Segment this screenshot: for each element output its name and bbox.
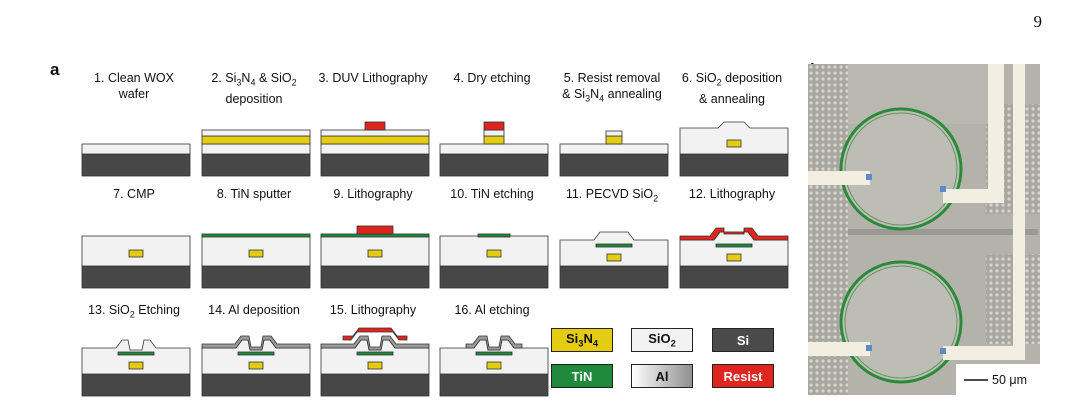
page-number: 9 [1033,12,1043,31]
step-title: 6. SiO2 deposition& annealing [681,71,783,106]
cross-section-diagram [81,339,191,397]
cross-section-diagram [320,327,430,397]
step-title: 15. Lithography [329,303,417,317]
step-title: 16. Al etching [454,303,530,317]
cross-section-diagram [81,235,191,289]
step-title: 14. Al deposition [208,303,300,317]
cross-section-diagram [559,130,669,177]
contact-pad [940,348,946,354]
step-title: 8. TiN sputter [216,187,292,201]
heater-lead-upper-left [808,171,870,185]
cross-section-diagram [679,121,789,177]
scale-bar-label: 50 μm [992,373,1027,387]
dot-pattern-left [808,64,848,395]
step-title: 10. TiN etching [450,187,534,201]
legend-tin: TiN [551,364,613,388]
step-title: 12. Lithography [688,187,776,201]
legend-al: Al [631,364,693,388]
microring-upper-inner [844,112,958,226]
legend-si-label: Si [736,332,750,348]
legend-si: Si [712,328,774,352]
step-title: 11. PECVD SiO2 [565,187,659,204]
microring-upper [839,107,963,231]
contact-pad [866,345,872,351]
heater-lead-upper-right [943,64,1004,203]
step-title: 4. Dry etching [453,71,531,85]
step-title: 7. CMP [113,187,155,201]
bus-line [848,229,1038,235]
cross-section-diagram [320,121,430,177]
cross-section-diagram [439,233,549,289]
contact-pad [940,186,946,192]
legend-resist: Resist [712,364,774,388]
contact-pad [866,174,872,180]
heater-lead-lower-right [943,224,1025,360]
cross-section-diagram [201,335,311,397]
cross-section-diagram [559,231,669,289]
cross-section-diagram [320,225,430,289]
heater-lead-lower-left [808,342,870,356]
cross-section-diagram [81,143,191,177]
legend-sio2: SiO2 [631,328,693,352]
step-title: 3. DUV Lithography [318,71,428,85]
cross-section-diagram [201,129,311,177]
micrograph-image [808,64,1040,395]
legend-resist-label: Resist [723,368,763,384]
microring-lower-inner [844,265,958,379]
legend-sio2-label: SiO2 [648,331,676,349]
cross-section-diagram [439,121,549,177]
legend-tin-label: TiN [571,368,593,384]
step-title: 13. SiO2 Etching [88,303,180,320]
step-title: 9. Lithography [333,187,413,201]
microring-lower [839,260,963,384]
step-title: 5. Resist removal& Si3N4 annealing [562,71,662,104]
legend-si3n4: Si3N4 [551,328,613,352]
legend-al-label: Al [655,368,669,384]
heater-lead-far-right [1013,64,1025,224]
cross-section-diagram [201,233,311,289]
cross-section-diagram [439,335,549,397]
cross-section-diagram [679,227,789,289]
panel-a-label: a [50,60,60,79]
legend-si3n4-label: Si3N4 [565,331,599,349]
